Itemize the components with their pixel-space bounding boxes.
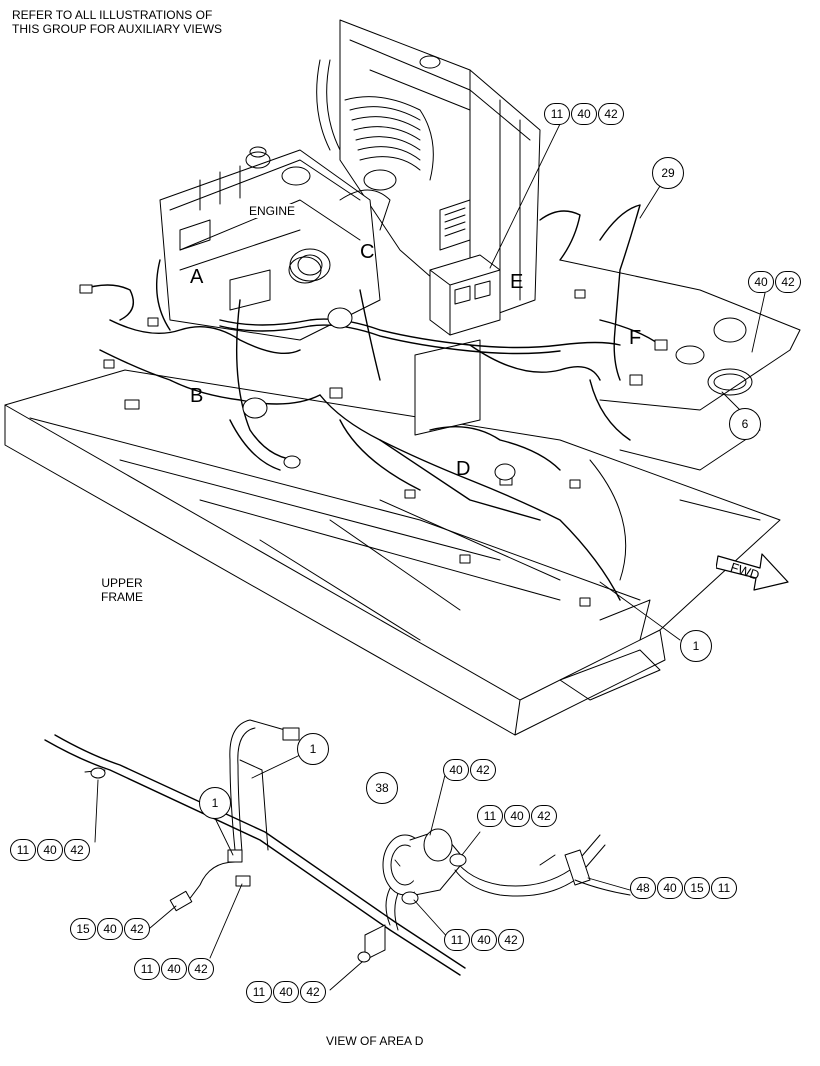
callout-bubble: 42 [531,805,557,827]
callout-bubble: 11 [246,981,272,1003]
leader-lines [489,123,766,641]
callout-bubble: 11 [134,958,160,980]
header-note-line-1: REFER TO ALL ILLUSTRATIONS OF [12,8,213,22]
radiator-assembly [316,19,541,321]
callout-bubble: 42 [470,759,496,781]
view-caption: VIEW OF AREA D [326,1034,424,1048]
callout-bubble: 42 [300,981,326,1003]
callout-bubble: 42 [188,958,214,980]
header-note-line-2: THIS GROUP FOR AUXILIARY VIEWS [12,22,223,36]
callout-6: 6 [729,408,761,440]
callout-bubble: 40 [97,918,123,940]
callout-bubble: 42 [498,929,524,951]
forward-arrow-icon: FWD [716,553,789,591]
callout-bubble: 40 [471,929,497,951]
callout-38: 38 [366,772,398,804]
control-box [414,254,501,436]
callout-bubble: 48 [630,877,656,899]
callout-bubble: 11 [711,877,737,899]
area-label-c: C [360,241,375,263]
callout-bubble: 15 [684,877,710,899]
callout-bubble: 40 [657,877,683,899]
view-area-d-detail [44,719,631,991]
callout-bubble: 11 [544,103,570,125]
callout-1-view-a: 1 [297,733,329,765]
engine-label: ENGINE [248,204,297,218]
callout-bubble: 40 [748,271,774,293]
callout-bubble: 11 [444,929,470,951]
callout-29: 29 [652,157,684,189]
upper-frame-label-line-2: FRAME [101,590,143,604]
callout-bubble: 42 [598,103,624,125]
area-label-e: E [510,271,524,293]
callout-bubble: 42 [775,271,801,293]
callout-bubble: 42 [124,918,150,940]
upper-frame-label-line-1: UPPER [101,576,143,590]
engine-block [159,146,397,341]
callout-bubble: 40 [571,103,597,125]
callout-bubble: 11 [10,839,36,861]
area-label-d: D [456,458,471,480]
area-label-a: A [190,266,204,288]
wiring-harness [79,204,661,601]
upper-frame-outline [4,259,801,736]
callout-bubble: 40 [504,805,530,827]
fwd-label: FWD [729,559,762,582]
area-label-f: F [629,327,642,349]
callout-bubble: 40 [37,839,63,861]
callout-bubble: 15 [70,918,96,940]
area-label-b: B [190,385,204,407]
callout-bubble: 40 [443,759,469,781]
callout-1-main: 1 [680,630,712,662]
connectors [79,284,668,607]
callout-bubble: 11 [477,805,503,827]
callout-bubble: 42 [64,839,90,861]
callout-1-view-b: 1 [199,787,231,819]
callout-bubble: 40 [161,958,187,980]
callout-bubble: 40 [273,981,299,1003]
